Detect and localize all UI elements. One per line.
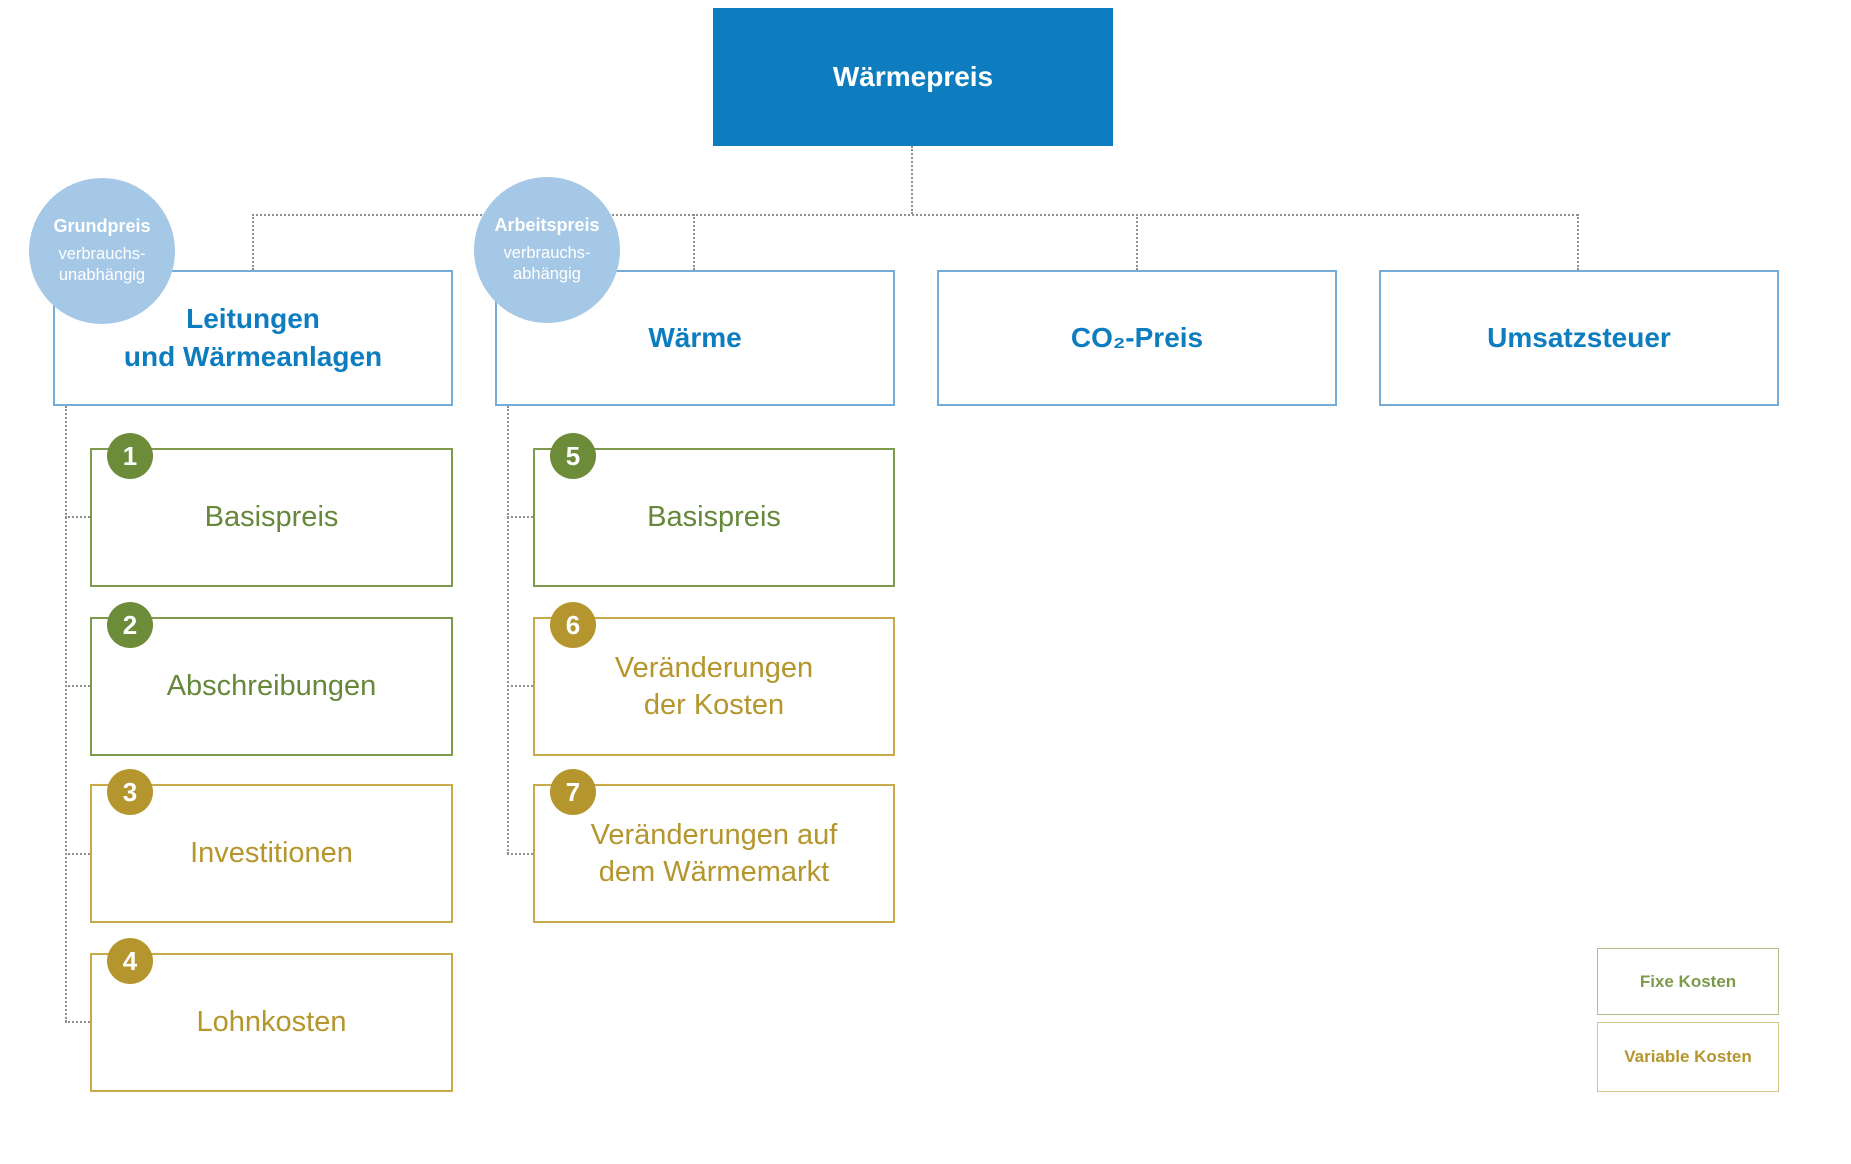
node-abschreibungen: Abschreibungen [90, 617, 453, 756]
node-abschreibungen-label: Abschreibungen [166, 670, 377, 703]
node-investitionen-label: Investitionen [190, 837, 353, 870]
node-leitungen-label: Leitungen und Wärmeanlagen [123, 303, 383, 372]
connector-stub-investitionen [65, 853, 90, 855]
connector-drop-leitungen [252, 214, 254, 270]
node-veraenderungen-der-kosten-label: Veränderungen der Kosten [614, 652, 814, 721]
connector-horizontal [252, 214, 1578, 216]
connector-stub-basispreis-1 [65, 516, 90, 518]
number-badge-7: 7 [550, 769, 596, 815]
node-investitionen: Investitionen [90, 784, 453, 923]
node-basispreis-1: Basispreis [90, 448, 453, 587]
node-basispreis-5-label: Basispreis [647, 501, 781, 534]
node-waermepreis-label: Wärmepreis [832, 61, 994, 92]
node-leitungen-und-waermeanlagen: Leitungen und Wärmeanlagen [53, 270, 453, 406]
number-badge-6-value: 6 [565, 609, 581, 640]
number-badge-3: 3 [107, 769, 153, 815]
number-badge-2: 2 [107, 602, 153, 648]
legend-fixe-kosten-label: Fixe Kosten [1639, 971, 1737, 991]
node-co2-preis-label: CO₂-Preis [1070, 322, 1204, 354]
badge-arbeitspreis-subtitle: verbrauchs- abhängig [503, 243, 591, 283]
number-badge-3-value: 3 [122, 776, 138, 807]
node-veraenderungen-waermemarkt: Veränderungen auf dem Wärmemarkt [533, 784, 895, 923]
connector-root-drop [911, 146, 913, 214]
node-umsatzsteuer: Umsatzsteuer [1379, 270, 1779, 406]
connector-stub-veraenderungen-kosten [507, 685, 533, 687]
node-waermepreis: Wärmepreis [713, 8, 1113, 146]
badge-grundpreis-title: Grundpreis [53, 215, 151, 236]
number-badge-1: 1 [107, 433, 153, 479]
number-badge-1-value: 1 [122, 440, 138, 471]
connector-spine-leitungen [65, 406, 67, 1022]
number-badge-5-value: 5 [565, 440, 581, 471]
connector-stub-abschreibungen [65, 685, 90, 687]
node-waerme-label: Wärme [648, 322, 742, 354]
node-basispreis-1-label: Basispreis [204, 501, 339, 534]
connector-stub-basispreis-5 [507, 516, 533, 518]
connector-drop-co2 [1136, 214, 1138, 270]
node-veraenderungen-waermemarkt-label: Veränderungen auf dem Wärmemarkt [590, 819, 838, 888]
number-badge-4-value: 4 [122, 945, 138, 976]
node-basispreis-5: Basispreis [533, 448, 895, 587]
number-badge-6: 6 [550, 602, 596, 648]
badge-grundpreis-subtitle: verbrauchs- unabhängig [58, 244, 146, 284]
badge-grundpreis: Grundpreis verbrauchs- unabhängig [29, 178, 175, 324]
connector-drop-umsatzsteuer [1577, 214, 1579, 270]
node-co2-preis: CO₂-Preis [937, 270, 1337, 406]
number-badge-4: 4 [107, 938, 153, 984]
legend-variable-kosten: Variable Kosten [1597, 1022, 1779, 1092]
node-umsatzsteuer-label: Umsatzsteuer [1487, 322, 1671, 354]
badge-arbeitspreis-title: Arbeitspreis [494, 214, 600, 235]
connector-stub-veraenderungen-waermemarkt [507, 853, 533, 855]
node-lohnkosten-label: Lohnkosten [196, 1006, 347, 1039]
legend-variable-kosten-label: Variable Kosten [1624, 1047, 1752, 1066]
number-badge-7-value: 7 [565, 776, 581, 807]
legend-fixe-kosten: Fixe Kosten [1597, 948, 1779, 1015]
node-lohnkosten: Lohnkosten [90, 953, 453, 1092]
connector-drop-waerme [693, 214, 695, 270]
number-badge-5: 5 [550, 433, 596, 479]
number-badge-2-value: 2 [122, 609, 138, 640]
connector-stub-lohnkosten [65, 1021, 90, 1023]
connector-spine-waerme [507, 406, 509, 854]
node-veraenderungen-der-kosten: Veränderungen der Kosten [533, 617, 895, 756]
badge-arbeitspreis: Arbeitspreis verbrauchs- abhängig [474, 177, 620, 323]
